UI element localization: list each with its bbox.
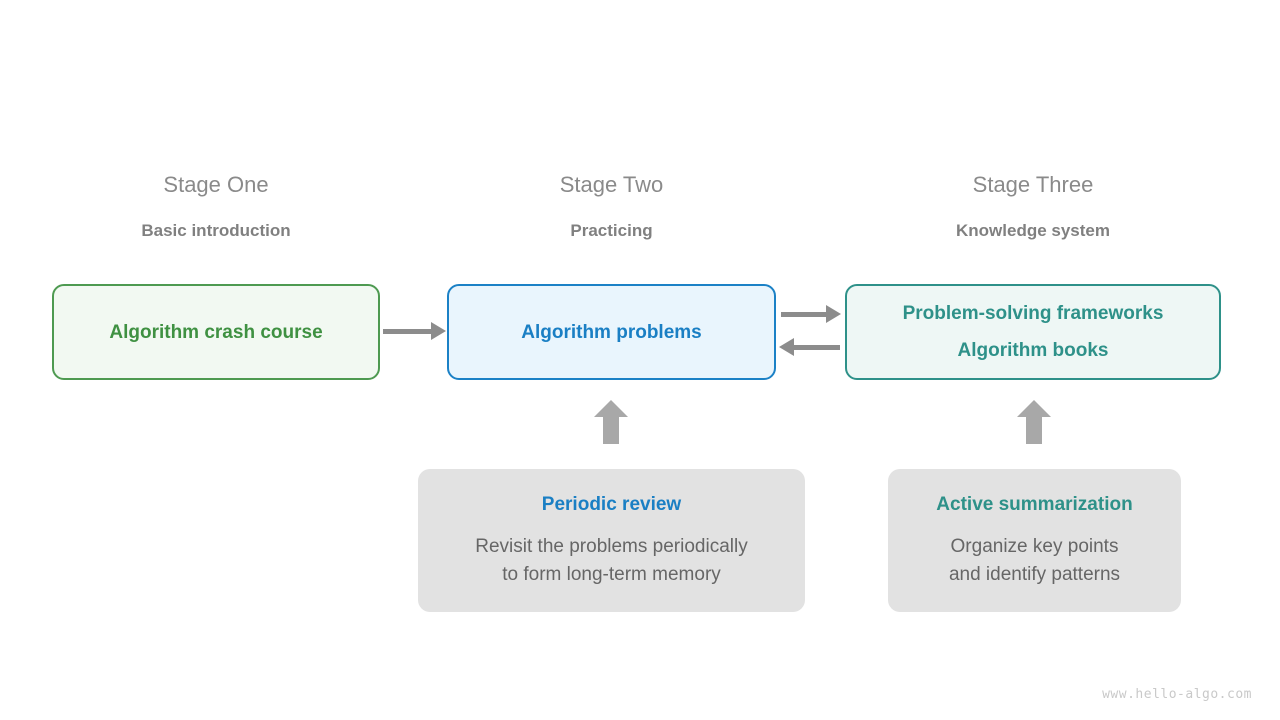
stage-two-title: Stage Two [559,172,664,197]
stage-column-two: Stage Two Practicing [447,172,776,242]
note-periodic-review-body-line1: Revisit the problems periodically [475,535,748,557]
note-active-summarization-body: Organize key points and identify pattern… [949,533,1120,589]
stage-column-one: Stage One Basic introduction [52,172,380,242]
arrow-frameworks-to-problems-shaft [794,345,840,350]
node-frameworks-books-label-line2: Algorithm books [957,340,1109,361]
node-frameworks-books-label-line1: Problem-solving frameworks [902,303,1164,324]
note-active-summarization-title: Active summarization [936,493,1133,515]
arrow-problems-to-frameworks-shaft [781,312,827,317]
stage-two-subtitle: Practicing [570,221,653,240]
stage-three-title: Stage Three [972,172,1094,197]
footer-site-url: www.hello-algo.com [1102,687,1252,702]
note-periodic-review-body-line2: to form long-term memory [502,563,721,585]
arrow-crash-course-to-problems-shaft [383,329,433,334]
note-periodic-review-title: Periodic review [541,493,682,515]
stage-one-title: Stage One [163,172,269,197]
note-active-summarization-body-line1: Organize key points [950,535,1119,557]
node-frameworks-books[interactable]: Problem-solving frameworks Algorithm boo… [845,284,1221,380]
stage-three-subtitle: Knowledge system [956,221,1110,240]
note-periodic-review-body: Revisit the problems periodically to for… [475,533,747,589]
node-algorithm-problems[interactable]: Algorithm problems [447,284,776,380]
note-active-summarization-body-line2: and identify patterns [948,563,1121,585]
note-periodic-review[interactable]: Periodic review Revisit the problems per… [418,469,805,612]
node-crash-course-label: Algorithm crash course [109,321,323,343]
arrow-active-summarization-up-icon [1017,400,1051,444]
arrow-frameworks-to-problems-head [779,338,794,356]
stage-one-subtitle: Basic introduction [141,221,291,240]
note-active-summarization[interactable]: Active summarization Organize key points… [888,469,1181,612]
stage-column-three: Stage Three Knowledge system [845,172,1221,242]
node-crash-course[interactable]: Algorithm crash course [52,284,380,380]
arrow-problems-to-frameworks-head [826,305,841,323]
arrow-crash-course-to-problems-head [431,322,446,340]
node-algorithm-problems-label: Algorithm problems [521,321,702,343]
arrow-periodic-review-up-icon [594,400,628,444]
